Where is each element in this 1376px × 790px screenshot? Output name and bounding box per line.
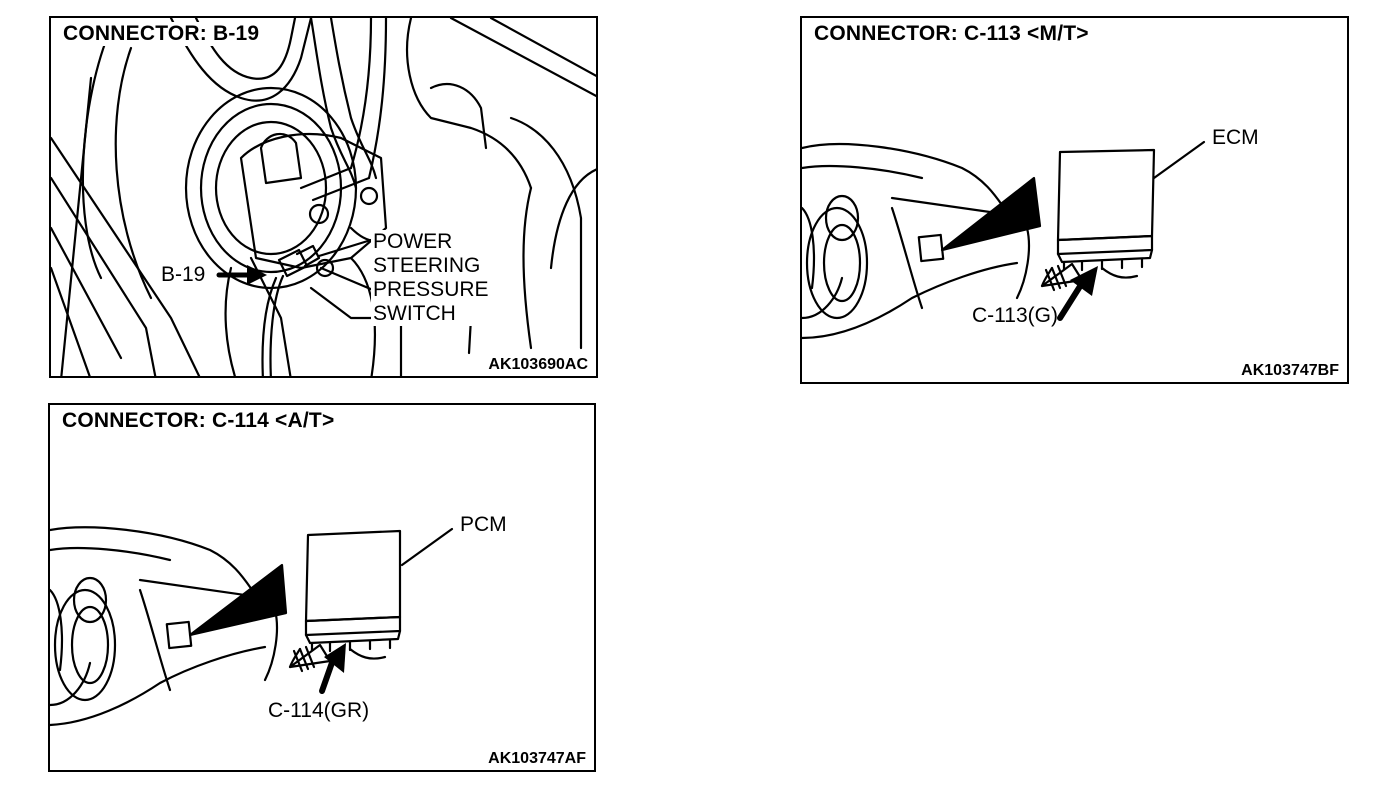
component-label: POWER STEERING PRESSURE SWITCH (371, 230, 491, 326)
component-label-line: STEERING (371, 254, 491, 278)
panel-connector-b19: CONNECTOR: B-19 B-19 POWER STEERING PRES… (49, 16, 598, 378)
dashboard-pcm-illustration (50, 526, 454, 727)
connector-label: C-114(GR) (268, 699, 370, 722)
figure-code: AK103747AF (488, 750, 586, 767)
dashboard-ecm-illustration (802, 140, 1206, 340)
figure-code: AK103690AC (488, 356, 588, 373)
figure-code: AK103747BF (1241, 362, 1339, 379)
panel-connector-c113: CONNECTOR: C-113 <M/T> ECM C-113(G) AK10… (800, 16, 1349, 384)
connector-label: B-19 (161, 263, 206, 286)
panel-title: CONNECTOR: C-114 <A/T> (60, 409, 337, 433)
connector-label: C-113(G) (972, 304, 1058, 327)
component-label-line: SWITCH (371, 302, 491, 326)
engine-bay-illustration (51, 18, 596, 376)
panel-connector-c114: CONNECTOR: C-114 <A/T> PCM C-114(GR) AK1… (48, 403, 596, 772)
component-label-line: POWER (371, 230, 491, 254)
panel-title: CONNECTOR: C-113 <M/T> (812, 22, 1091, 46)
unit-label: PCM (460, 513, 507, 536)
component-label-line: PRESSURE (371, 278, 491, 302)
unit-label: ECM (1212, 126, 1259, 149)
panel-title: CONNECTOR: B-19 (61, 22, 262, 46)
